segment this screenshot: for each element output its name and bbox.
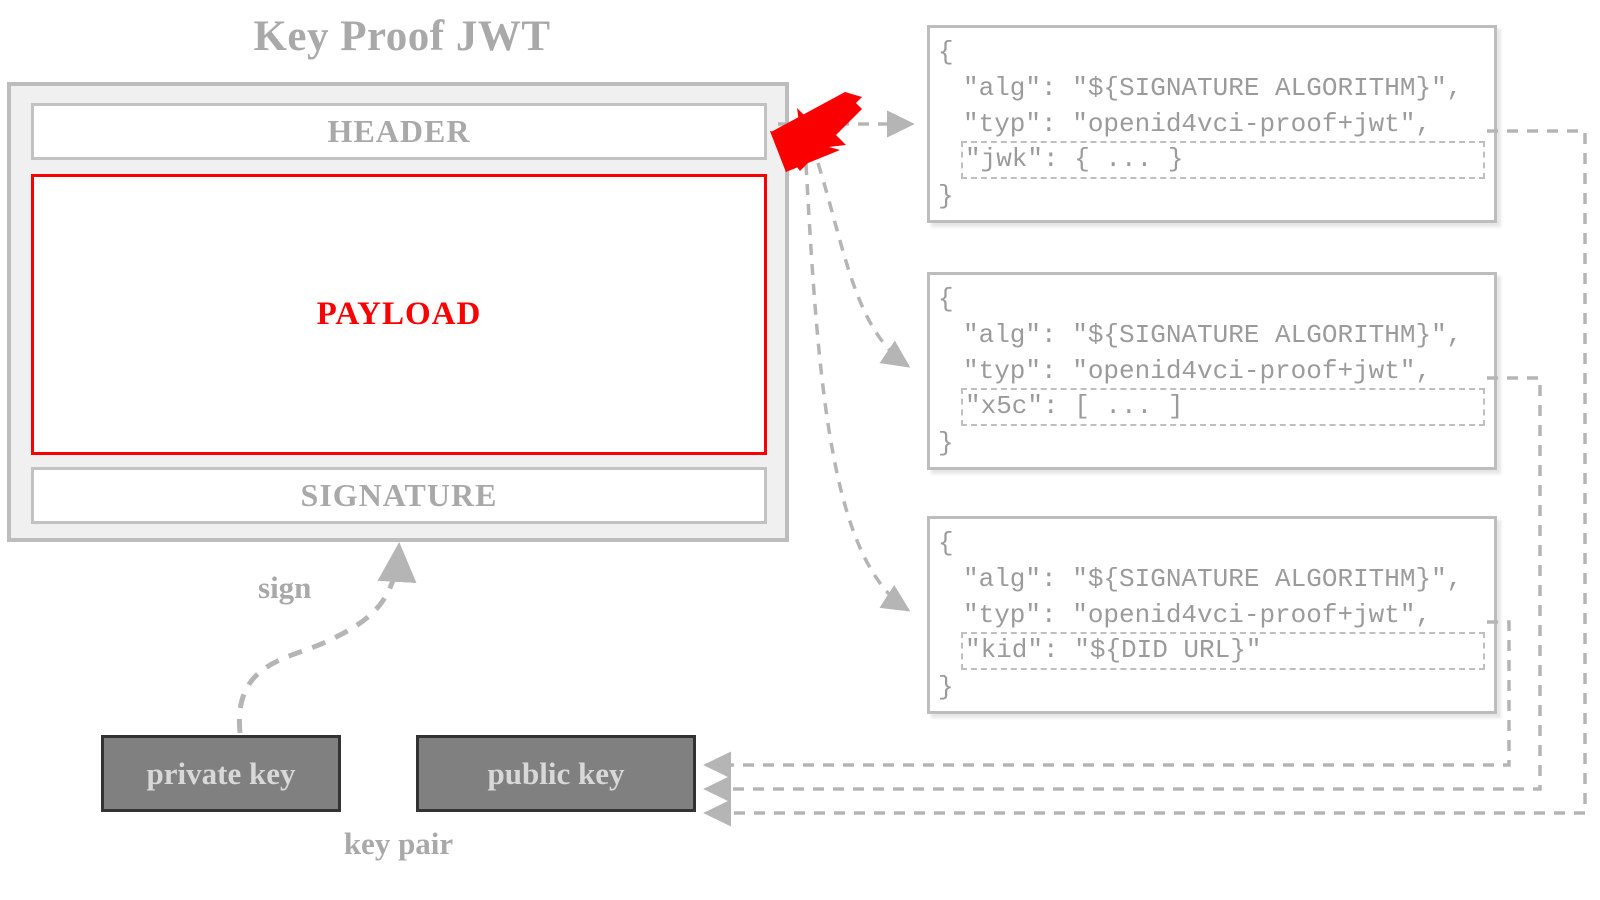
json-typ-line: "typ": "openid4vci-proof+jwt", — [963, 600, 1432, 630]
json-close-brace: } — [938, 672, 954, 702]
json-block-jwk: { "alg": "${SIGNATURE ALGORITHM}", "typ"… — [927, 25, 1497, 223]
json-open-brace: { — [938, 37, 954, 67]
jwt-payload-section: PAYLOAD — [31, 174, 767, 455]
json-alg-line: "alg": "${SIGNATURE ALGORITHM}", — [963, 320, 1463, 350]
json-highlight-x5c: "x5c": [ ... ] — [961, 388, 1485, 426]
json-open-brace: { — [938, 528, 954, 558]
jwt-header-section: HEADER — [31, 103, 767, 160]
jwt-signature-section: SIGNATURE — [31, 467, 767, 524]
json-highlight-jwk: "jwk": { ... } — [961, 141, 1485, 179]
json-open-brace: { — [938, 284, 954, 314]
private-key-node: private key — [101, 735, 341, 812]
json-typ-line: "typ": "openid4vci-proof+jwt", — [963, 356, 1432, 386]
json-block-x5c: { "alg": "${SIGNATURE ALGORITHM}", "typ"… — [927, 272, 1497, 470]
json-block-kid: { "alg": "${SIGNATURE ALGORITHM}", "typ"… — [927, 516, 1497, 714]
json-alg-line: "alg": "${SIGNATURE ALGORITHM}", — [963, 564, 1463, 594]
json-highlight-kid: "kid": "${DID URL}" — [961, 632, 1485, 670]
jwt-container: HEADER PAYLOAD SIGNATURE — [7, 82, 789, 542]
page-title: Key Proof JWT — [253, 13, 551, 60]
json-jwk-line: "jwk": { ... } — [965, 144, 1184, 174]
sign-edge-label: sign — [258, 570, 312, 605]
edge-header-to-x5c — [816, 162, 911, 368]
json-typ-line: "typ": "openid4vci-proof+jwt", — [963, 109, 1432, 139]
json-close-brace: } — [938, 181, 954, 211]
edge-header-to-kid — [804, 163, 911, 612]
json-x5c-line: "x5c": [ ... ] — [965, 391, 1184, 421]
key-pair-label: key pair — [343, 826, 454, 861]
public-key-node: public key — [416, 735, 696, 812]
json-close-brace: } — [938, 428, 954, 458]
json-kid-line: "kid": "${DID URL}" — [965, 635, 1262, 665]
json-alg-line: "alg": "${SIGNATURE ALGORITHM}", — [963, 73, 1463, 103]
